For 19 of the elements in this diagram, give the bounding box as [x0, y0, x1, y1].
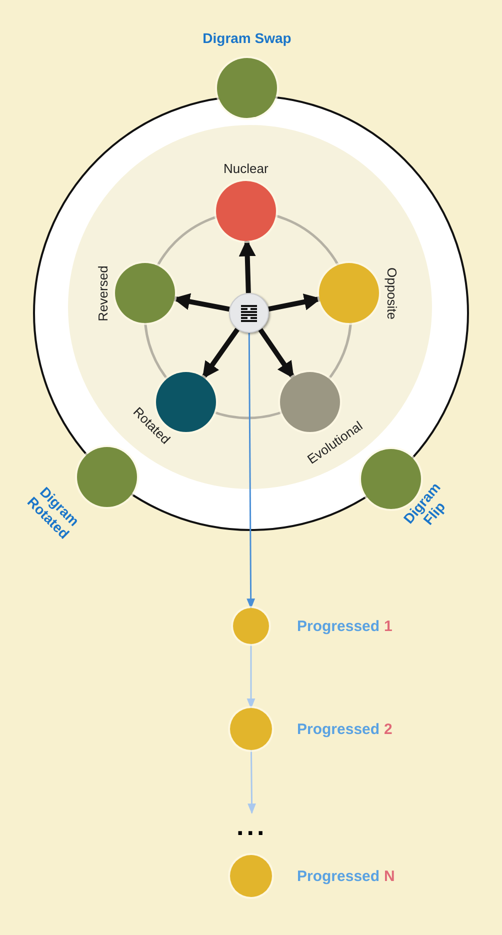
circle-node: [233, 608, 269, 644]
step-number: N: [384, 868, 395, 884]
node-label: Reversed: [95, 265, 110, 321]
arrow: [258, 328, 296, 379]
circle-node: [230, 708, 272, 750]
arrow: [248, 750, 256, 814]
arrow: [201, 328, 240, 379]
node-caption: Digram Swap: [202, 30, 292, 46]
step-number: 2: [384, 720, 392, 738]
circle-node: [77, 447, 137, 507]
circle-node: [217, 58, 277, 118]
step-label: Progressed: [297, 618, 380, 634]
node-label: Opposite: [384, 266, 400, 320]
ellipsis-text: ...: [236, 813, 268, 839]
step-label: Progressed: [297, 720, 380, 738]
node-label: Nuclear: [224, 160, 268, 176]
step-number: 1: [384, 618, 392, 634]
circle-node: [230, 855, 272, 897]
step-label: Progressed: [297, 868, 380, 884]
